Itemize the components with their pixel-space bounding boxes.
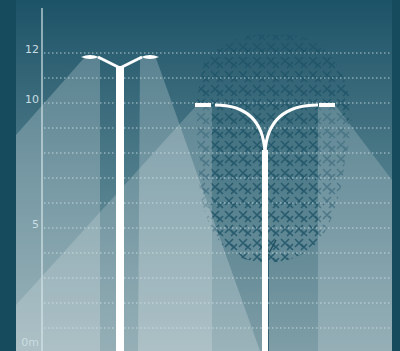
gridline xyxy=(44,253,392,254)
height-axis xyxy=(41,8,42,351)
gridline xyxy=(44,203,392,204)
gridline xyxy=(44,128,392,129)
gridline xyxy=(44,328,392,329)
gridline xyxy=(44,78,392,79)
gridline xyxy=(44,303,392,304)
gridline xyxy=(44,178,392,179)
double-arm-lamp xyxy=(81,55,159,351)
height-gridlines xyxy=(44,53,392,328)
height-label: 5 xyxy=(32,219,39,231)
gridline xyxy=(44,228,392,229)
height-label: 12 xyxy=(25,44,39,56)
curved-arm-lamp xyxy=(195,103,335,351)
height-label: 0m xyxy=(21,337,39,349)
gridline xyxy=(44,53,392,54)
gridline xyxy=(44,278,392,279)
gridline xyxy=(44,153,392,154)
height-label: 10 xyxy=(25,94,39,106)
light-cones xyxy=(16,58,392,351)
gridline xyxy=(44,103,392,104)
